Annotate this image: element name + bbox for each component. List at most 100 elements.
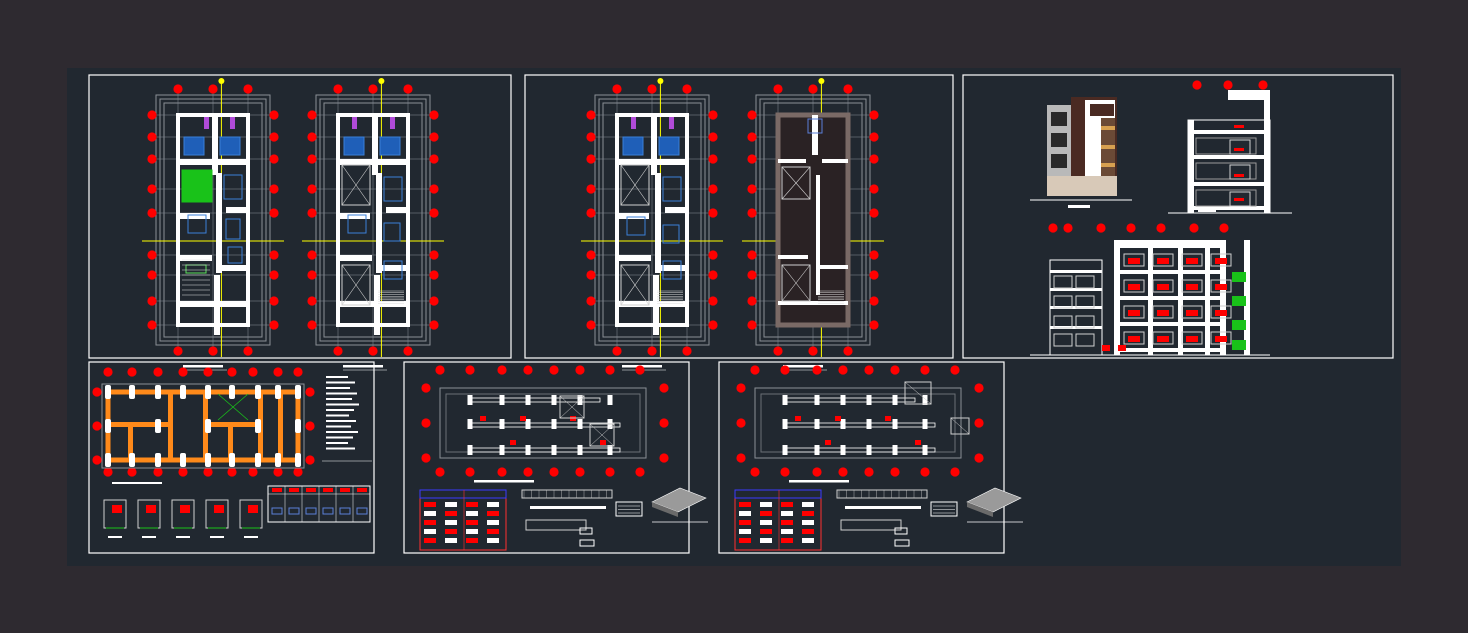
- grid-bubble-icon: [586, 132, 596, 142]
- grid-bubble-icon: [92, 455, 102, 465]
- grid-bubble-icon: [1223, 80, 1233, 90]
- grid-bubble-icon: [173, 346, 183, 356]
- grid-bubble-icon: [523, 467, 533, 477]
- floor-plan-roof[interactable]: [742, 78, 884, 371]
- grid-bubble-icon: [586, 184, 596, 194]
- floor-plan-first-floor[interactable]: [142, 78, 284, 371]
- grid-bubble-icon: [708, 184, 718, 194]
- grid-bubble-icon: [435, 467, 445, 477]
- grid-bubble-icon: [147, 110, 157, 120]
- grid-bubble-icon: [269, 320, 279, 330]
- grid-bubble-icon: [659, 383, 669, 393]
- grid-bubble-icon: [890, 467, 900, 477]
- grid-bubble-icon: [465, 365, 475, 375]
- building-elevation-b[interactable]: [1030, 223, 1270, 356]
- grid-bubble-icon: [808, 84, 818, 94]
- sheet-frame-foundation[interactable]: [88, 361, 375, 554]
- grid-bubble-icon: [869, 320, 879, 330]
- grid-bubble-icon: [307, 184, 317, 194]
- sheet-frame-slab-1[interactable]: [403, 361, 690, 554]
- roof-slab-plan-1[interactable]: [419, 365, 708, 551]
- grid-bubble-icon: [429, 184, 439, 194]
- grid-bubble-icon: [307, 296, 317, 306]
- grid-bubble-icon: [659, 453, 669, 463]
- grid-bubble-icon: [127, 467, 137, 477]
- grid-bubble-icon: [153, 467, 163, 477]
- grid-bubble-icon: [736, 453, 746, 463]
- grid-bubble-icon: [248, 467, 258, 477]
- grid-bubble-icon: [307, 110, 317, 120]
- grid-bubble-icon: [429, 320, 439, 330]
- grid-bubble-icon: [273, 467, 283, 477]
- grid-bubble-icon: [838, 467, 848, 477]
- grid-bubble-icon: [747, 250, 757, 260]
- grid-bubble-icon: [368, 84, 378, 94]
- grid-bubble-icon: [269, 154, 279, 164]
- floor-plan-second-floor[interactable]: [302, 78, 444, 371]
- grid-bubble-icon: [682, 346, 692, 356]
- grid-bubble-icon: [227, 467, 237, 477]
- grid-bubble-icon: [950, 365, 960, 375]
- grid-bubble-icon: [647, 346, 657, 356]
- grid-bubble-icon: [708, 250, 718, 260]
- north-axis-icon: [818, 78, 825, 84]
- grid-bubble-icon: [269, 250, 279, 260]
- grid-bubble-icon: [890, 365, 900, 375]
- grid-bubble-icon: [147, 296, 157, 306]
- sheet-frame-slab-2[interactable]: [718, 361, 1005, 554]
- grid-bubble-icon: [747, 296, 757, 306]
- grid-bubble-icon: [208, 84, 218, 94]
- grid-bubble-icon: [635, 365, 645, 375]
- grid-bubble-icon: [843, 84, 853, 94]
- grid-bubble-icon: [269, 208, 279, 218]
- grid-bubble-icon: [269, 132, 279, 142]
- grid-bubble-icon: [147, 320, 157, 330]
- grid-bubble-icon: [812, 467, 822, 477]
- grid-bubble-icon: [1156, 223, 1166, 233]
- sheet-frame-elevations[interactable]: [962, 74, 1394, 359]
- grid-bubble-icon: [429, 110, 439, 120]
- grid-bubble-icon: [147, 250, 157, 260]
- grid-bubble-icon: [950, 467, 960, 477]
- foundation-plan[interactable]: [92, 367, 372, 538]
- north-axis-icon: [378, 78, 385, 84]
- grid-bubble-icon: [869, 208, 879, 218]
- sheet-frame-plans-1[interactable]: [88, 74, 512, 359]
- grid-bubble-icon: [864, 365, 874, 375]
- grid-bubble-icon: [403, 346, 413, 356]
- floor-plan-third-floor[interactable]: [581, 78, 723, 371]
- sheet-frame-plans-2[interactable]: [524, 74, 954, 359]
- grid-bubble-icon: [429, 296, 439, 306]
- roof-slab-plan-2[interactable]: [734, 365, 1023, 551]
- grid-bubble-icon: [750, 467, 760, 477]
- grid-bubble-icon: [747, 154, 757, 164]
- grid-bubble-icon: [429, 270, 439, 280]
- grid-bubble-icon: [920, 365, 930, 375]
- grid-bubble-icon: [635, 467, 645, 477]
- grid-bubble-icon: [227, 367, 237, 377]
- building-section-a[interactable]: [1168, 80, 1292, 214]
- grid-bubble-icon: [869, 250, 879, 260]
- grid-bubble-icon: [750, 365, 760, 375]
- front-facade-render[interactable]: [1030, 97, 1132, 208]
- grid-bubble-icon: [843, 346, 853, 356]
- grid-bubble-icon: [586, 296, 596, 306]
- grid-bubble-icon: [708, 110, 718, 120]
- grid-bubble-icon: [178, 467, 188, 477]
- grid-bubble-icon: [605, 467, 615, 477]
- grid-bubble-icon: [92, 387, 102, 397]
- model-space-area[interactable]: [67, 68, 1401, 566]
- grid-bubble-icon: [243, 84, 253, 94]
- grid-bubble-icon: [869, 154, 879, 164]
- grid-bubble-icon: [421, 453, 431, 463]
- grid-bubble-icon: [435, 365, 445, 375]
- grid-bubble-icon: [147, 184, 157, 194]
- grid-bubble-icon: [708, 132, 718, 142]
- grid-bubble-icon: [127, 367, 137, 377]
- grid-bubble-icon: [248, 367, 258, 377]
- grid-bubble-icon: [586, 250, 596, 260]
- grid-bubble-icon: [736, 383, 746, 393]
- grid-bubble-icon: [920, 467, 930, 477]
- grid-bubble-icon: [1258, 80, 1268, 90]
